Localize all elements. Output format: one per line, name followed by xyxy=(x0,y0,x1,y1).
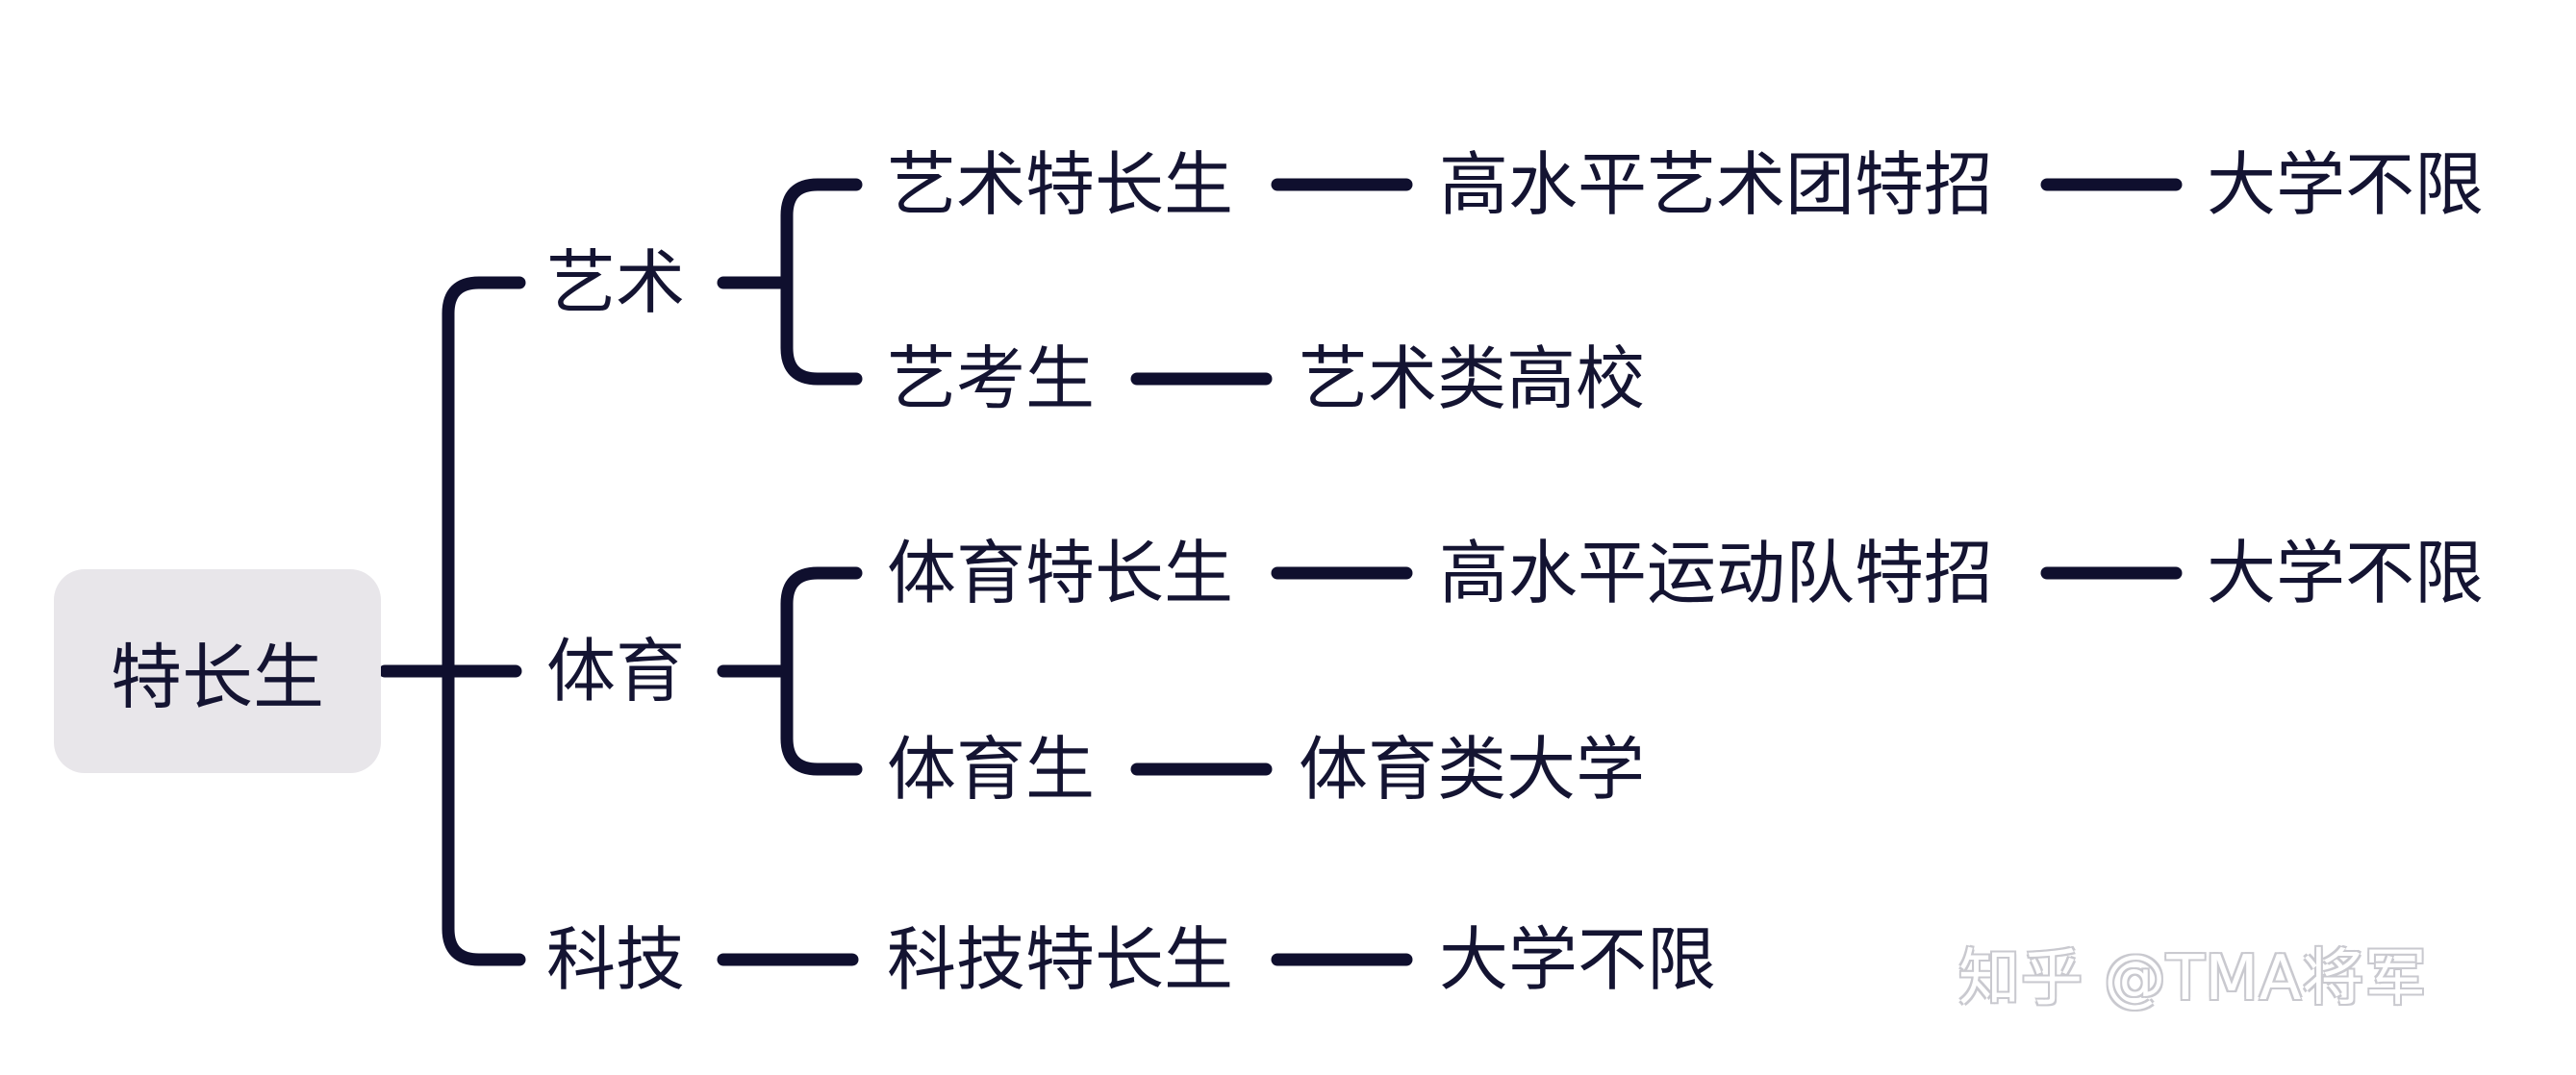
art-regular-school-node: 艺术类高校 xyxy=(1299,338,1646,419)
art-regular-node: 艺考生 xyxy=(887,338,1096,419)
sports-special-school-node: 大学不限 xyxy=(2207,533,2485,613)
branch-sports: 体育 xyxy=(546,631,686,712)
main-bracket xyxy=(442,276,526,966)
watermark: 知乎 @TMA将军 xyxy=(1958,943,2428,1014)
branch-tech: 科技 xyxy=(546,919,686,1000)
sports-regular-node: 体育生 xyxy=(887,729,1096,810)
tech-special-school-node: 大学不限 xyxy=(1439,919,1717,1000)
sports-regular-school-node: 体育类大学 xyxy=(1299,729,1646,810)
sports-bracket xyxy=(780,566,863,776)
tech-special-node: 科技特长生 xyxy=(887,919,1234,1000)
art-special-node: 艺术特长生 xyxy=(887,144,1234,225)
root-label: 特长生 xyxy=(111,636,324,719)
art-special-school-node: 大学不限 xyxy=(2207,144,2485,225)
sports-special-node: 体育特长生 xyxy=(887,533,1234,613)
art-special-path-node: 高水平艺术团特招 xyxy=(1439,144,1994,225)
sports-special-path-node: 高水平运动队特招 xyxy=(1439,533,1994,613)
root-node: 特长生 xyxy=(54,569,381,773)
branch-art: 艺术 xyxy=(546,242,686,323)
art-bracket xyxy=(780,178,863,386)
